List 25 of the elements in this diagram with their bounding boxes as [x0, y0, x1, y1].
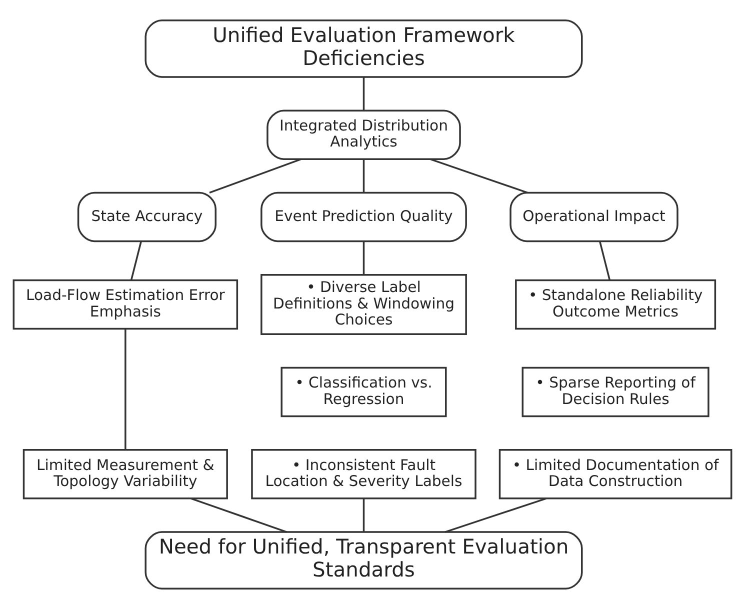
node-box: Load-Flow Estimation Error Emphasis [12, 278, 238, 330]
connector [362, 498, 365, 532]
connector [124, 328, 126, 450]
node-box: • Diverse Label Definitions & Windowing Choices [260, 274, 467, 334]
connector [190, 497, 288, 532]
node-box: Integrated Distribution Analytics [266, 109, 461, 160]
connector [362, 158, 365, 192]
node-box: • Inconsistent Fault Location & Severity Labels [251, 448, 476, 499]
node-box: Event Prediction Quality [260, 191, 467, 242]
node-box: Unified Evaluation Framework Deficiencies [144, 19, 583, 78]
node-box: Limited Measurement & Topology Variability [22, 448, 228, 499]
connector [599, 240, 610, 280]
node-box: Operational Impact [510, 191, 678, 242]
connector [362, 241, 365, 274]
node-box: State Accuracy [77, 191, 216, 242]
connector [444, 497, 546, 532]
node-box: • Standalone Reliability Outcome Metrics [515, 278, 716, 330]
connector [130, 240, 142, 280]
connector [209, 158, 302, 194]
node-box: • Limited Documentation of Data Construction [498, 448, 732, 499]
connector [362, 76, 365, 110]
node-box: • Classification vs. Regression [280, 366, 447, 417]
connector [430, 158, 528, 194]
node-box: Need for Unified, Transparent Evaluation Standards [144, 530, 583, 589]
node-box: • Sparse Reporting of Decision Rules [522, 366, 710, 417]
